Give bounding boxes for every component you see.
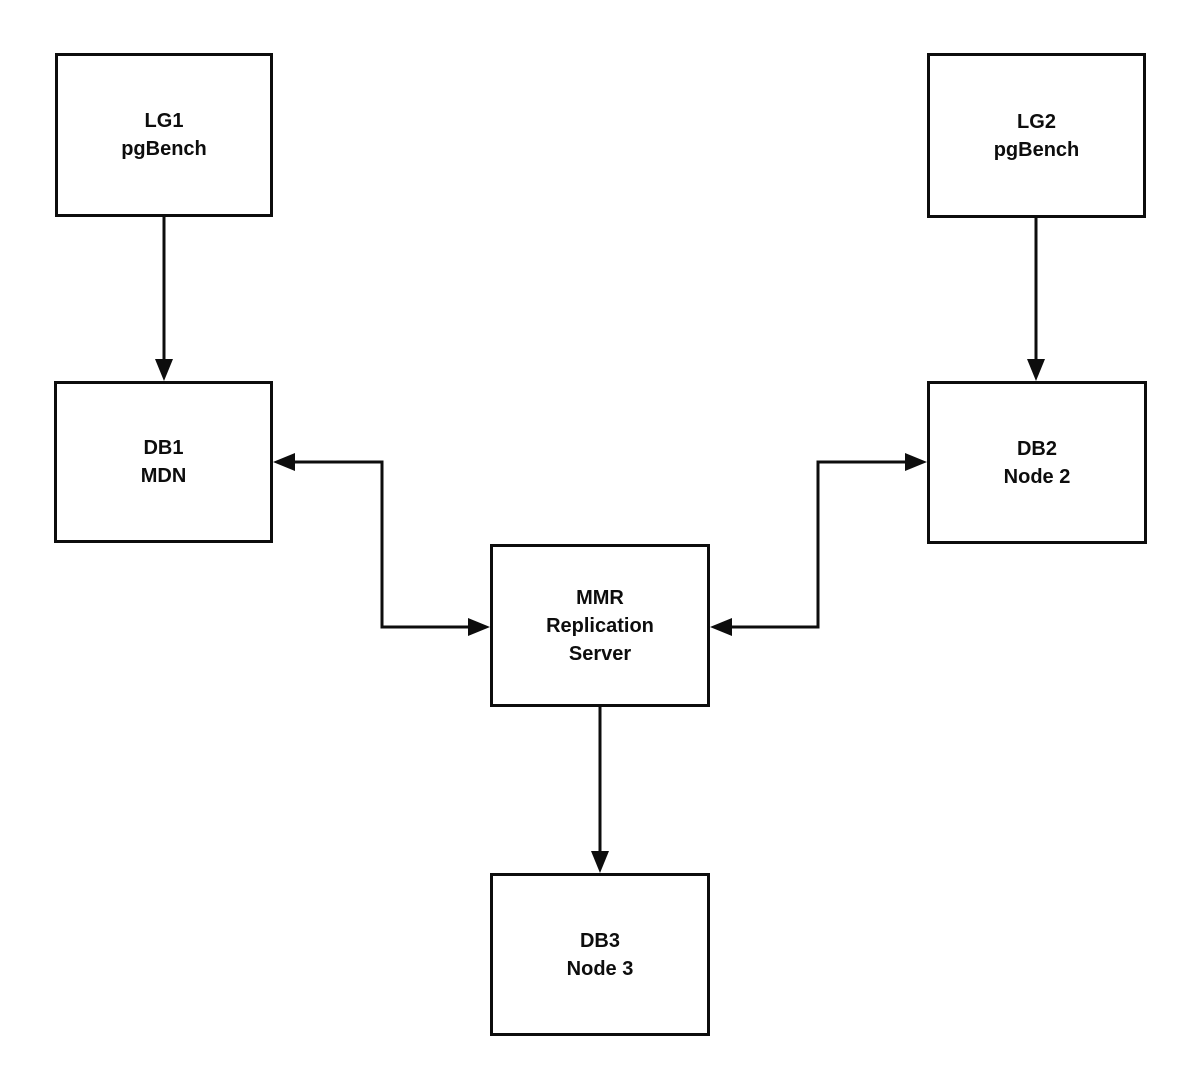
node-label-line: MMR xyxy=(576,586,624,609)
node-label-line: DB3 xyxy=(579,929,620,952)
node-lg2-pgbench: LG2 pgBench xyxy=(927,53,1146,218)
edge-mmr-db3 xyxy=(591,707,609,873)
node-db3-node3: DB3 Node 3 xyxy=(490,873,710,1036)
edge-db1-mmr xyxy=(273,453,490,636)
arrowhead-left-icon xyxy=(710,618,732,636)
node-label-line: LG1 xyxy=(144,110,184,132)
arrowhead-left-icon xyxy=(273,453,295,471)
node-label-line: DB2 xyxy=(1016,437,1057,460)
edge-lg2-db2 xyxy=(1027,218,1045,381)
node-db2-node2: DB2 Node 2 xyxy=(927,381,1147,544)
node-db1-mdn: DB1 MDN xyxy=(54,381,273,543)
arrowhead-down-icon xyxy=(1027,359,1045,381)
arrowhead-down-icon xyxy=(591,851,609,873)
node-label-line: DB1 xyxy=(143,437,184,459)
node-label-line: Node 3 xyxy=(566,957,634,980)
node-label-line: Server xyxy=(568,642,632,665)
node-label-line: pgBench xyxy=(993,138,1080,161)
node-lg1-pgbench: LG1 pgBench xyxy=(55,53,273,217)
node-label-line: pgBench xyxy=(121,138,207,160)
arrowhead-right-icon xyxy=(905,453,927,471)
arrowhead-down-icon xyxy=(155,359,173,381)
node-label-line: Node 2 xyxy=(1003,465,1071,488)
node-mmr-replication-server: MMR Replication Server xyxy=(490,544,710,707)
arrowhead-right-icon xyxy=(468,618,490,636)
edge-lg1-db1 xyxy=(155,217,173,381)
edge-db2-mmr xyxy=(710,453,927,636)
node-label-line: LG2 xyxy=(1017,110,1056,133)
node-label-line: Replication xyxy=(546,614,654,637)
node-label-line: MDN xyxy=(140,465,187,487)
